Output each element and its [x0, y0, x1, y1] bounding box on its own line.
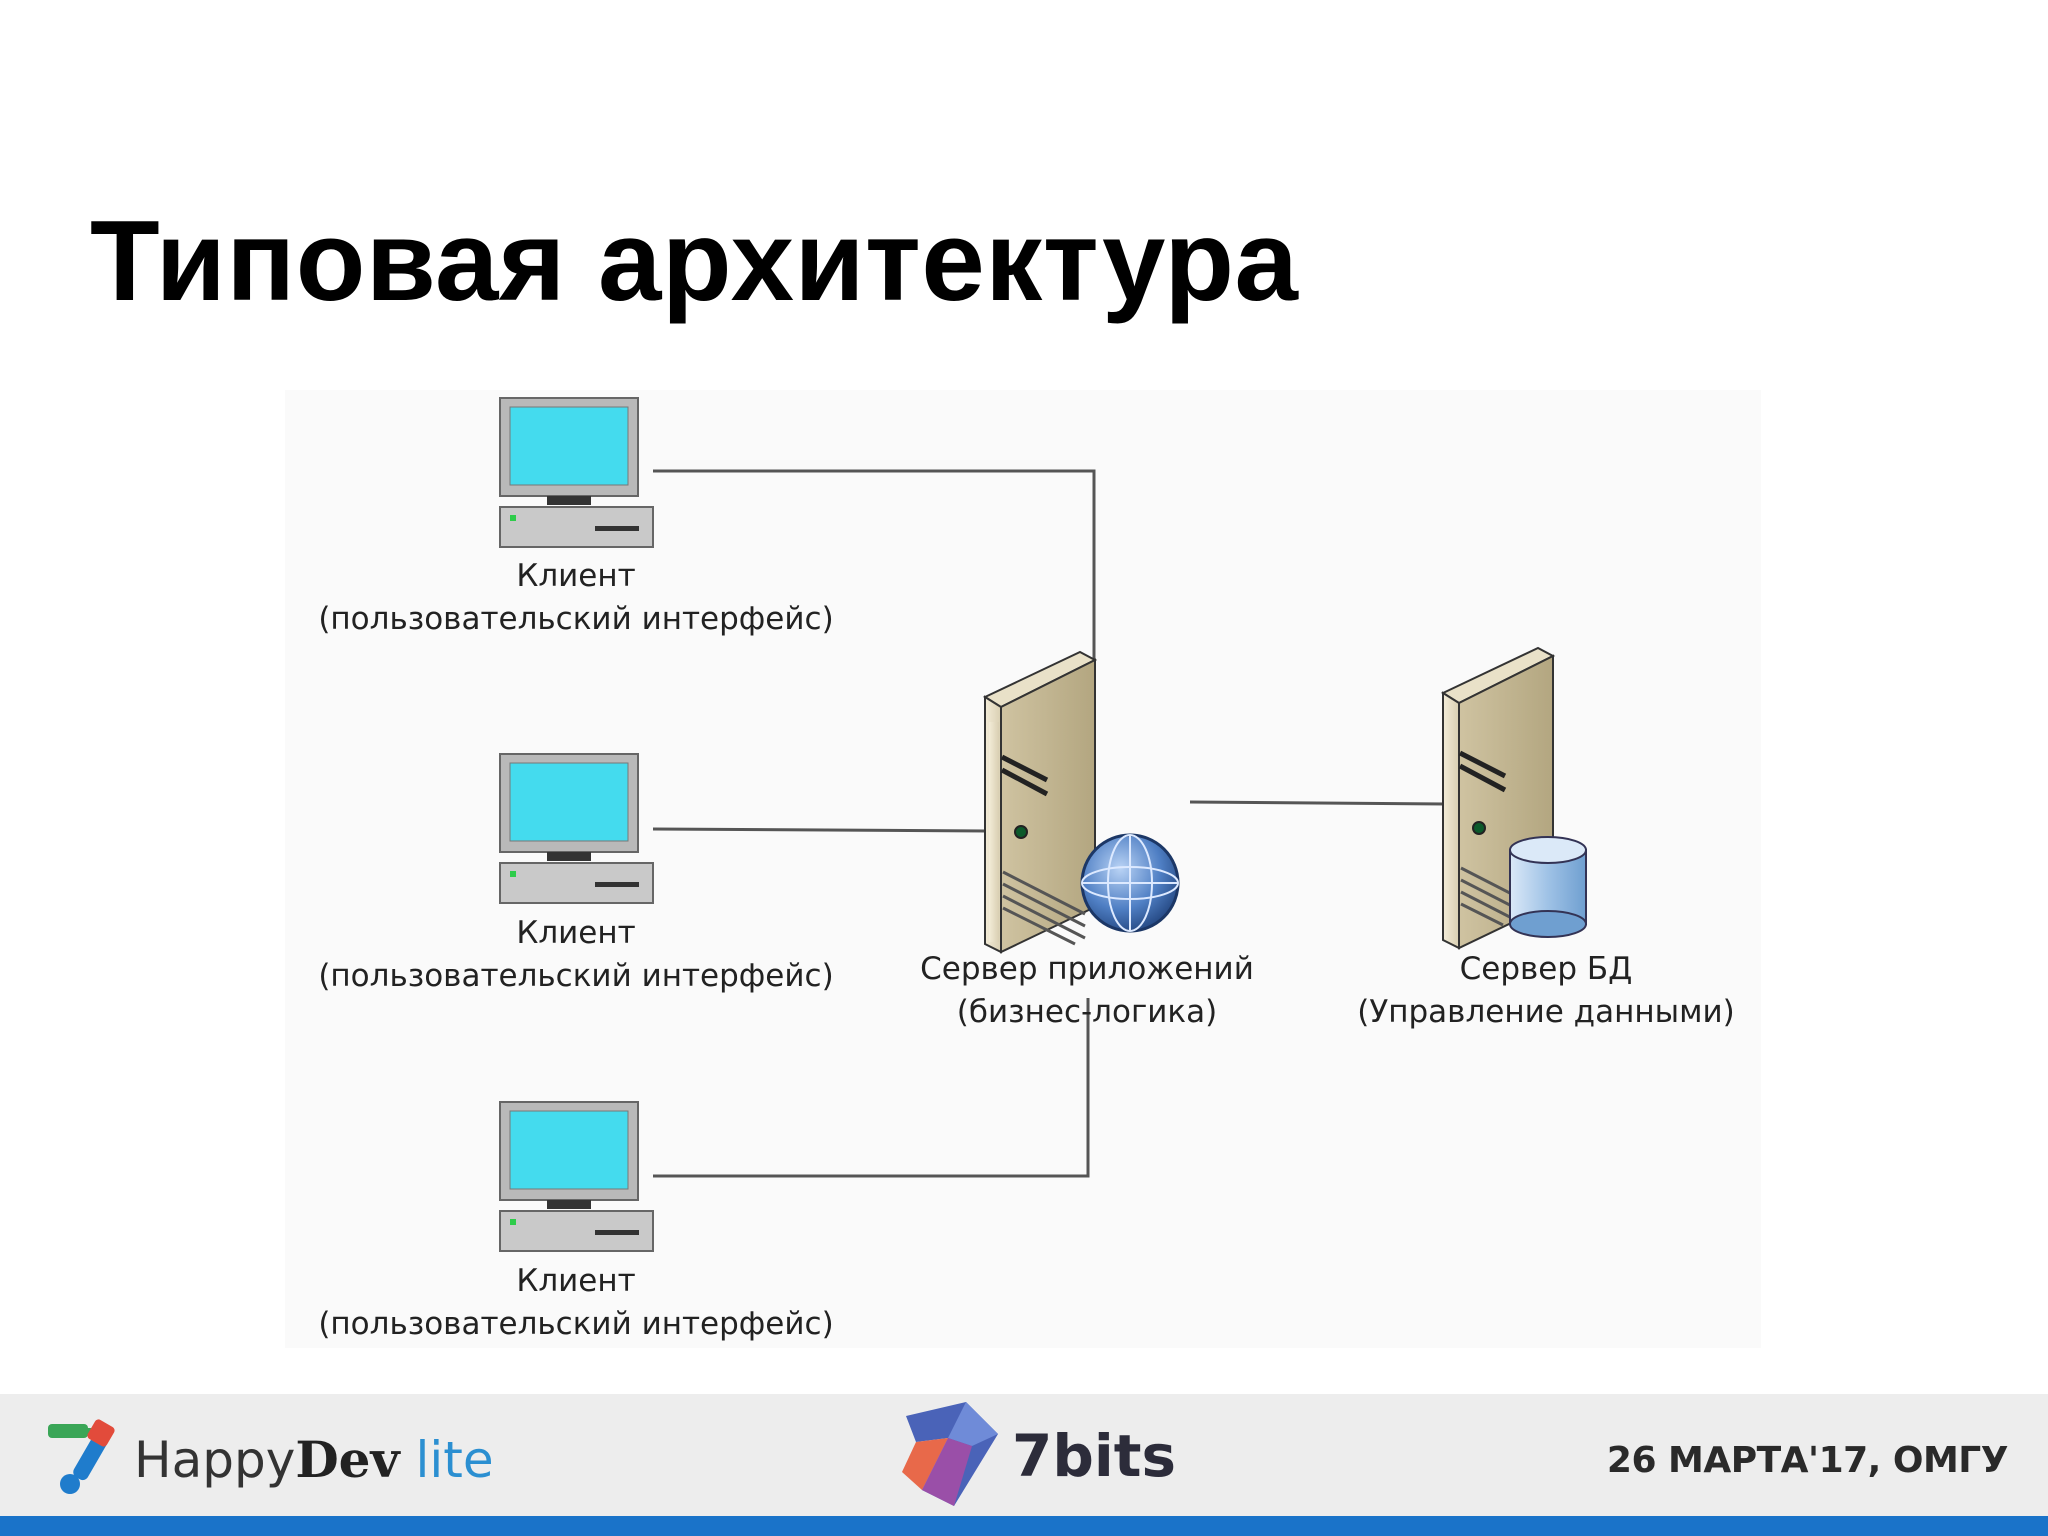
happydev-happy-text: Happy — [134, 1431, 296, 1489]
event-date-location: 26 МАРТА'17, ОМГУ — [1606, 1440, 2009, 1481]
db-server-subtitle: (Управление данными) — [1357, 994, 1735, 1030]
client-computer-2-icon — [499, 753, 654, 904]
client-1-title: Клиент — [516, 558, 635, 594]
database-cylinder-icon — [1509, 836, 1587, 938]
footer — [0, 1394, 2048, 1516]
client-computer-3-icon — [499, 1101, 654, 1252]
link-client2-app — [652, 827, 988, 833]
footer-accent-bar — [0, 1516, 2048, 1536]
link-client1-app — [653, 469, 1096, 660]
happydev-dev-text: Dev — [295, 1430, 400, 1489]
sponsor-name: 7bits — [1012, 1422, 1177, 1490]
connector-lines — [652, 469, 1446, 1178]
client-3-title: Клиент — [516, 1263, 635, 1299]
architecture-diagram: Клиент (пользовательский интерфейс) Клие… — [285, 390, 1761, 1348]
db-server-title: Сервер БД — [1460, 951, 1633, 987]
slide-title: Типовая архитектура — [90, 198, 1299, 325]
client-2-subtitle: (пользовательский интерфейс) — [318, 958, 833, 994]
link-client3-app — [653, 998, 1090, 1178]
client-3-subtitle: (пользовательский интерфейс) — [318, 1306, 833, 1342]
7bits-logo-icon — [902, 1402, 998, 1506]
app-server-title: Сервер приложений — [920, 951, 1254, 987]
happydev-lite-text: lite — [415, 1431, 494, 1489]
client-computer-1-icon — [499, 397, 654, 548]
client-2-title: Клиент — [516, 915, 635, 951]
link-app-db — [1189, 800, 1446, 806]
happydev-logo-icon — [48, 1419, 115, 1494]
app-server-subtitle: (бизнес-логика) — [957, 994, 1217, 1030]
app-server-icon — [982, 650, 1098, 954]
happydev-wordmark: HappyDev lite — [134, 1430, 494, 1489]
client-1-subtitle: (пользовательский интерфейс) — [318, 601, 833, 637]
globe-icon — [1080, 833, 1180, 933]
